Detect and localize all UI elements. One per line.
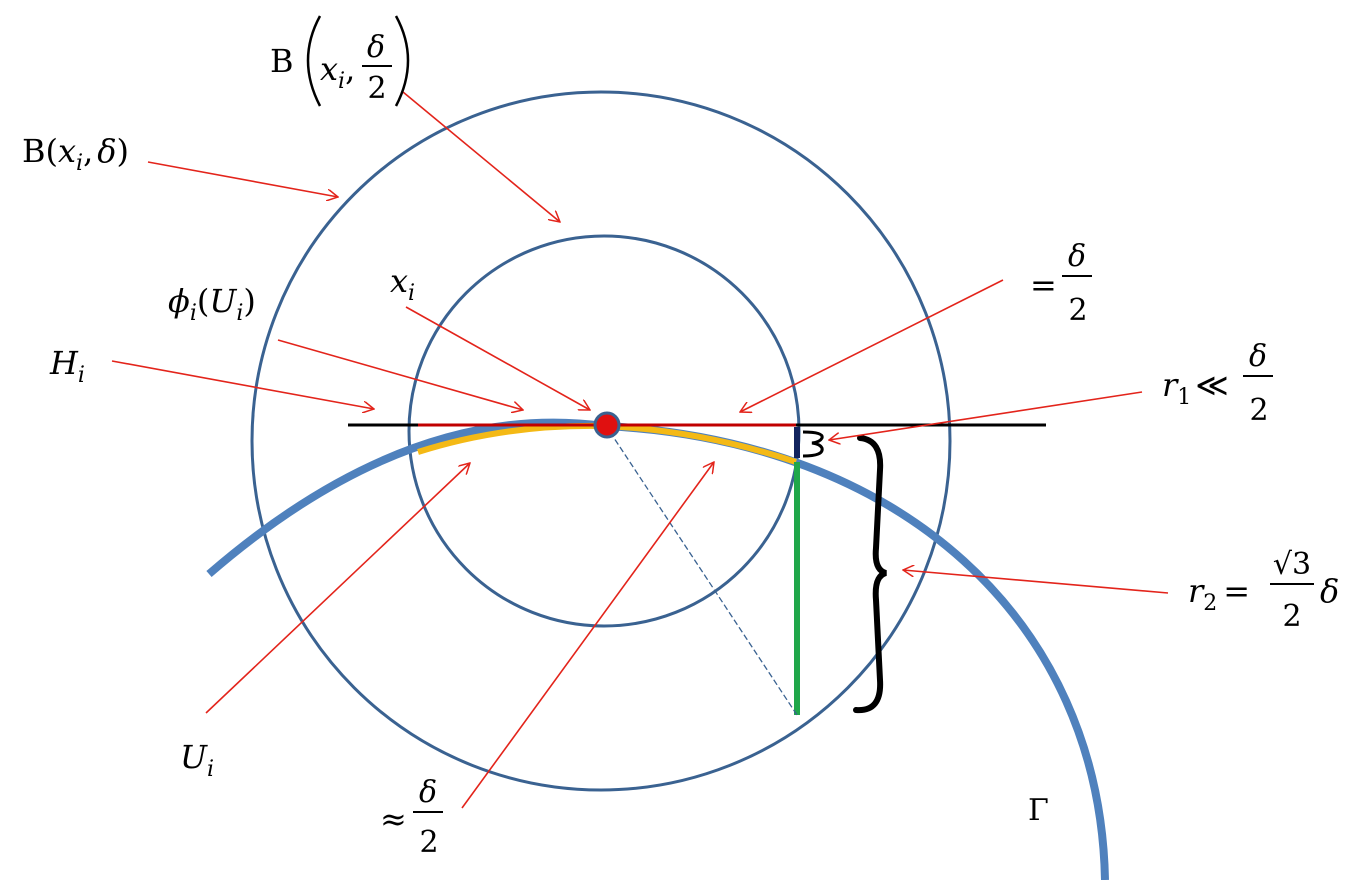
big-ball-circle (250, 90, 952, 792)
svg-text:δ: δ (367, 30, 385, 65)
svg-text:δ: δ (1249, 339, 1267, 374)
label-small-ball: B xi, δ 2 (270, 15, 410, 107)
svg-text:2: 2 (1282, 599, 1301, 634)
svg-text:B: B (270, 42, 294, 80)
svg-text:≈: ≈ (380, 800, 407, 838)
arrow-center (405, 306, 590, 410)
svg-text:r2=: r2= (1188, 572, 1250, 616)
svg-text:2: 2 (1249, 393, 1268, 428)
label-phi: ϕi(Ui) (168, 282, 256, 326)
label-half-delta-approx: ≈ δ 2 (380, 775, 443, 860)
svg-text:2: 2 (1068, 293, 1087, 328)
svg-text:√3: √3 (1273, 547, 1311, 582)
arrow-small-ball (402, 91, 560, 222)
r1-brace (802, 430, 824, 458)
svg-text:δ: δ (1068, 239, 1086, 274)
label-r1: r1≪ δ 2 (1162, 339, 1273, 428)
arrow-big-ball (147, 161, 338, 197)
arrow-r2 (903, 570, 1169, 594)
annotation-arrows (111, 91, 1169, 809)
arrow-half-delta-eq (740, 279, 1004, 412)
arrow-h (111, 360, 374, 409)
label-gamma: Γ (1028, 793, 1049, 828)
label-big-ball: B(xi,δ) (22, 132, 129, 176)
center-point-xi (593, 411, 621, 439)
dashed-radius-line (609, 431, 798, 716)
svg-text:r1≪: r1≪ (1162, 366, 1229, 410)
arrow-phi (277, 339, 523, 410)
svg-text:2: 2 (367, 71, 386, 106)
gamma-curve (206, 418, 1109, 880)
svg-text:=: = (1030, 266, 1057, 304)
arrow-u (205, 463, 470, 714)
label-half-delta-eq: = δ 2 (1030, 239, 1092, 328)
svg-text:δ: δ (1320, 572, 1339, 610)
label-center-xi: xi (390, 262, 415, 306)
r2-brace (853, 435, 888, 714)
svg-text:2: 2 (419, 825, 438, 860)
label-h: Hi (49, 344, 85, 388)
label-u: Ui (180, 738, 214, 782)
label-r2: r2= √3 2 δ (1188, 547, 1339, 634)
arrow-half-delta-approx (461, 462, 714, 809)
svg-text:δ: δ (419, 775, 437, 810)
svg-text:xi,: xi, (320, 50, 355, 94)
arrow-r1 (829, 391, 1143, 440)
